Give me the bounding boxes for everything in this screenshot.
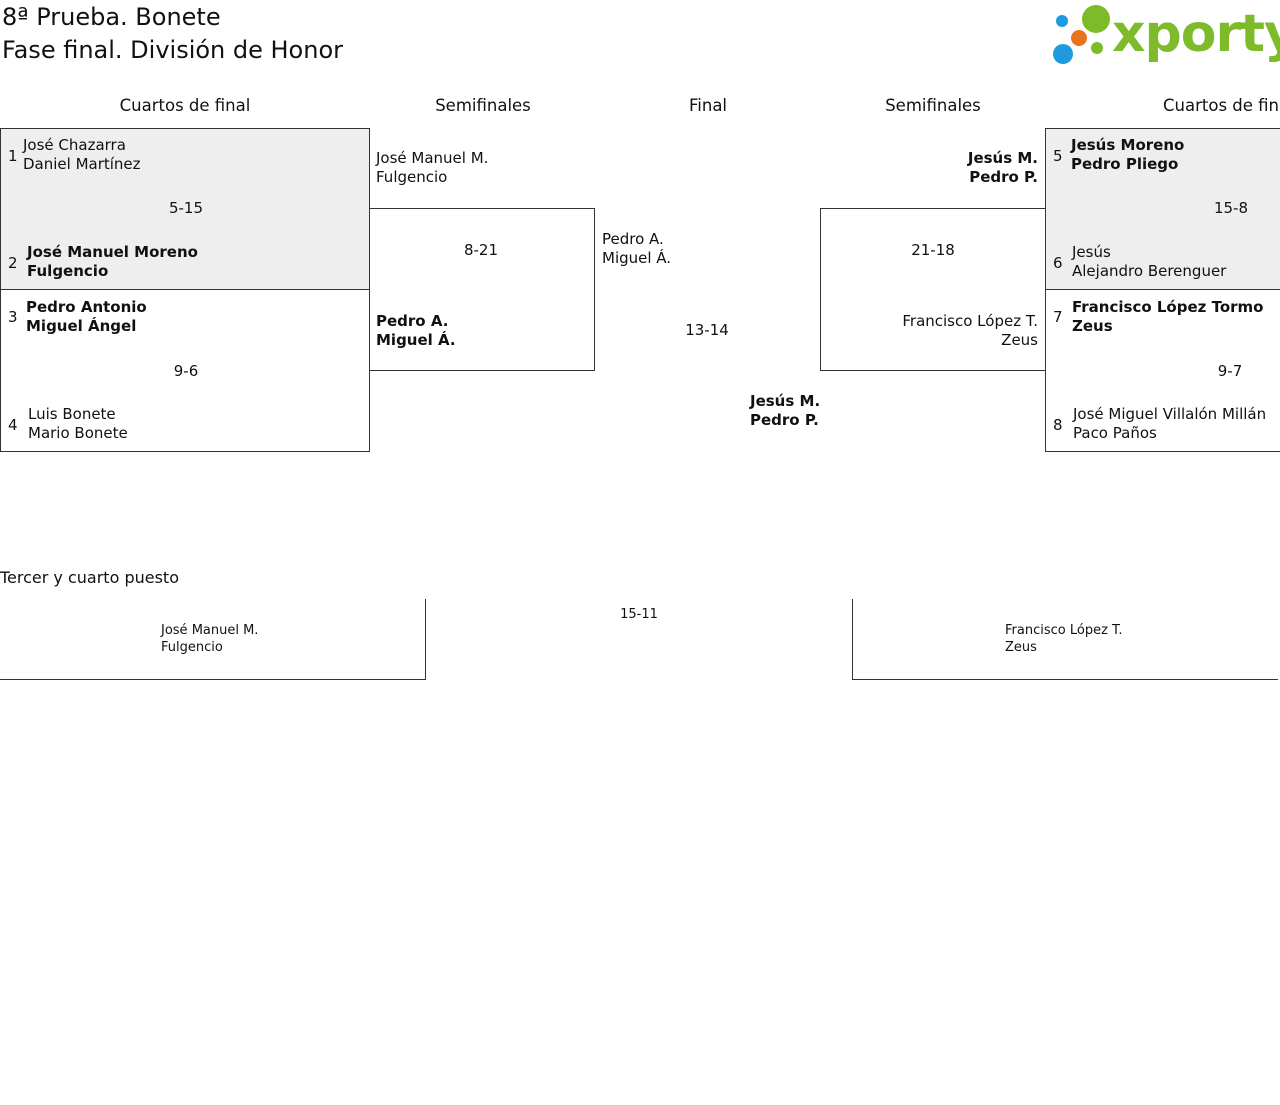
quarter-match-1: 1 José Chazarra Daniel Martínez 5-15 2 J… <box>0 128 370 290</box>
player-name: José Manuel M. <box>376 149 489 167</box>
seed-number: 4 <box>8 416 18 434</box>
player-name-winner: Pedro Pliego <box>1071 155 1179 173</box>
player-name: Fulgencio <box>376 168 448 186</box>
xporty-logo: xporty <box>1050 2 1280 68</box>
player-name: José Miguel Villalón Millán <box>1073 405 1267 423</box>
seed-number: 6 <box>1053 254 1063 272</box>
semi-match-left: 8-21 Pedro A. Miguel Á. <box>369 208 595 371</box>
third-place-left-divider <box>425 599 426 680</box>
semi-right-top-team: Jesús M. Pedro P. <box>900 149 1038 187</box>
player-name: Zeus <box>1001 331 1038 349</box>
final-score: 13-14 <box>685 321 729 339</box>
seed-number: 8 <box>1053 416 1063 434</box>
round-header-final: Final <box>688 96 728 115</box>
match-score: 21-18 <box>911 241 955 259</box>
player-name: José Chazarra <box>23 136 126 154</box>
round-header-semis-right: Semifinales <box>885 96 981 115</box>
player-name: Alejandro Berenguer <box>1072 262 1227 280</box>
match-score: 5-15 <box>168 199 204 217</box>
player-name-winner: Jesús M. <box>967 149 1038 167</box>
match-score: 9-6 <box>173 362 199 380</box>
match-score: 8-21 <box>463 241 499 259</box>
quarter-match-2: 3 Pedro Antonio Miguel Ángel 9-6 4 Luis … <box>0 289 370 452</box>
third-place-score: 15-11 <box>620 607 658 622</box>
round-header-quarters-left: Cuartos de final <box>119 96 251 115</box>
semi-left-top-team: José Manuel M. Fulgencio <box>376 149 488 187</box>
seed-number: 2 <box>8 254 18 272</box>
player-name-winner: Zeus <box>1072 317 1113 335</box>
seed-number: 5 <box>1053 147 1063 165</box>
round-header-quarters-right: Cuartos de final <box>1163 96 1280 115</box>
player-name-winner: Pedro A. <box>376 312 449 330</box>
player-name-winner: Pedro Antonio <box>26 298 147 316</box>
player-name-winner: Miguel Á. <box>376 331 456 349</box>
player-name-winner: Pedro P. <box>969 168 1038 186</box>
player-name-winner: Miguel Ángel <box>26 317 137 335</box>
third-place-team-left: José Manuel M. <box>161 623 259 638</box>
xporty-logo-text: xporty <box>1112 4 1280 64</box>
third-place-heading: Tercer y cuarto puesto <box>0 568 179 587</box>
quarter-match-3: 5 Jesús Moreno Pedro Pliego 15-8 6 Jesús… <box>1045 128 1280 290</box>
seed-number: 3 <box>8 308 18 326</box>
seed-number: 7 <box>1053 308 1063 326</box>
third-place-right-line <box>852 679 1278 680</box>
champion-name: Jesús M. <box>750 392 821 410</box>
player-name: Francisco López T. <box>902 312 1038 330</box>
third-place-team-right: Zeus <box>1005 640 1037 655</box>
page-title: 8ª Prueba. Bonete <box>2 3 221 31</box>
player-name-winner: Fulgencio <box>27 262 109 280</box>
semi-match-right: 21-18 Francisco López T. Zeus <box>820 208 1046 371</box>
third-place-left-line <box>0 679 426 680</box>
page-subtitle: Fase final. División de Honor <box>2 36 344 64</box>
player-name-winner: José Manuel Moreno <box>27 243 198 261</box>
match-score: 9-7 <box>1217 362 1243 380</box>
final-team-left: Pedro A. <box>602 230 664 248</box>
player-name: Daniel Martínez <box>23 155 141 173</box>
player-name: Paco Paños <box>1073 424 1157 442</box>
player-name-winner: Jesús Moreno <box>1071 136 1185 154</box>
xporty-logo-mark <box>1053 5 1110 64</box>
match-score: 15-8 <box>1213 199 1249 217</box>
player-name: Mario Bonete <box>28 424 128 442</box>
player-name: Luis Bonete <box>28 405 116 423</box>
third-place-right-divider <box>852 599 853 680</box>
seed-number: 1 <box>8 147 18 165</box>
player-name-winner: Francisco López Tormo <box>1072 298 1264 316</box>
round-header-semis-left: Semifinales <box>435 96 531 115</box>
third-place-team-right: Francisco López T. <box>1005 623 1123 638</box>
champion-name: Pedro P. <box>750 411 819 429</box>
quarter-match-4: 7 Francisco López Tormo Zeus 9-7 8 José … <box>1045 289 1280 452</box>
third-place-team-left: Fulgencio <box>161 640 223 655</box>
player-name: Jesús <box>1072 243 1111 261</box>
final-team-left: Miguel Á. <box>602 249 672 267</box>
